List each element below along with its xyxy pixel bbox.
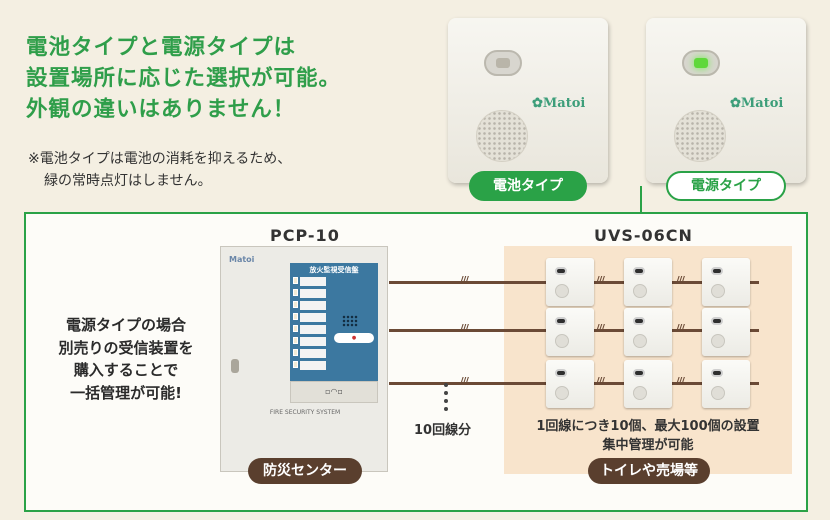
headline-line-2: 設置場所に応じた選択が可能。 [26, 66, 342, 91]
mains-type-device: ✿Matoi [646, 18, 806, 183]
indicator-led [293, 289, 298, 296]
sensor-speaker-icon [711, 334, 725, 348]
sensor-unit [702, 360, 750, 408]
callout-pointer [640, 186, 658, 214]
status-lamp-icon [484, 50, 522, 76]
sensor-speaker-icon [711, 386, 725, 400]
alarm-stop-button: ● [334, 333, 374, 343]
indicator-led [293, 349, 298, 356]
signal-line [389, 329, 509, 332]
indicator-led [293, 313, 298, 320]
location-tag-area: トイレや売場等 [588, 458, 710, 484]
footnote: ※電池タイプは電池の消耗を抑えるため、 緑の常時点灯はしません。 [28, 148, 291, 192]
sensor-eye-icon [711, 267, 723, 275]
headline: 電池タイプと電源タイプは 設置場所に応じた選択が可能。 外観の違いはありません！ [26, 32, 341, 125]
device-brand: ✿Matoi [730, 96, 784, 111]
panel-base: ▫◠▫ [290, 381, 378, 403]
status-lamp-icon [682, 50, 720, 76]
footnote-line-1: ※電池タイプは電池の消耗を抑えるため、 [28, 151, 292, 167]
zone-slot [300, 313, 326, 322]
sensor-unit [546, 360, 594, 408]
signal-line [389, 382, 509, 385]
caption-line-1: 1回線につき10個、最大100個の設置 [536, 419, 760, 434]
receiver-panel: 放火監視受信盤 ● [290, 263, 378, 381]
sensor-speaker-icon [633, 386, 647, 400]
zone-slot [300, 349, 326, 358]
sensor-eye-icon [711, 317, 723, 325]
sensor-eye-icon [555, 369, 567, 377]
speaker-grill-icon [674, 110, 726, 162]
wire-break-icon: /// [460, 275, 469, 286]
zone-slot [300, 301, 326, 310]
note-line: 一括管理が可能! [70, 383, 182, 402]
sensor-eye-icon [555, 317, 567, 325]
keyhole-icon [231, 359, 239, 373]
device-brand: ✿Matoi [532, 96, 586, 111]
headline-line-3: 外観の違いはありません！ [26, 97, 296, 122]
sensor-eye-icon [633, 369, 645, 377]
signal-line [389, 281, 509, 284]
location-tag-center: 防災センター [248, 458, 362, 484]
wire-break-icon: /// [676, 323, 685, 334]
zone-slot [300, 325, 326, 334]
wire-break-icon: /// [676, 275, 685, 286]
indicator-led [293, 337, 298, 344]
zone-slot [300, 277, 326, 286]
indicator-led [293, 361, 298, 368]
sensor-capacity-caption: 1回線につき10個、最大100個の設置 集中管理が可能 [504, 417, 792, 455]
panel-title: 放火監視受信盤 [309, 266, 359, 274]
sensor-speaker-icon [555, 386, 569, 400]
sensor-unit [624, 360, 672, 408]
sensor-unit [546, 258, 594, 306]
headline-line-1: 電池タイプと電源タイプは [26, 35, 297, 60]
panel-speaker-icon [342, 315, 358, 327]
line-count-label: 10回線分 [414, 423, 472, 438]
sensor-speaker-icon [633, 284, 647, 298]
wire-break-icon: /// [596, 275, 605, 286]
sensor-speaker-icon [555, 284, 569, 298]
indicator-led [293, 277, 298, 284]
cabinet-footer: FIRE SECURITY SYSTEM [269, 409, 341, 416]
continuation-dots [444, 383, 448, 411]
sensor-speaker-icon [711, 284, 725, 298]
receiver-model-label: PCP-10 [270, 226, 340, 245]
indicator-led [293, 325, 298, 332]
sensor-speaker-icon [555, 334, 569, 348]
sensor-unit [546, 308, 594, 356]
mains-type-label: 電源タイプ [666, 171, 786, 201]
sensor-model-label: UVS-06CN [594, 226, 693, 245]
sensor-unit [624, 308, 672, 356]
sensor-unit [702, 258, 750, 306]
central-management-note: 電源タイプの場合 別売りの受信装置を 購入することで 一括管理が可能! [42, 314, 210, 404]
indicator-led [293, 301, 298, 308]
wire-break-icon: /// [596, 376, 605, 387]
zone-slot [300, 361, 326, 370]
zone-slot [300, 337, 326, 346]
sensor-eye-icon [633, 267, 645, 275]
lamp-bulb [496, 58, 510, 68]
wire-break-icon: /// [460, 376, 469, 387]
wire-break-icon: /// [676, 376, 685, 387]
sensor-speaker-icon [633, 334, 647, 348]
cabinet-brand: Matoi [229, 255, 255, 264]
wire-break-icon: /// [460, 323, 469, 334]
sensor-eye-icon [555, 267, 567, 275]
lamp-bulb-lit [694, 58, 708, 68]
note-line: 電源タイプの場合 [65, 316, 186, 334]
wire-break-icon: /// [596, 323, 605, 334]
zone-slot [300, 289, 326, 298]
footnote-line-2: 緑の常時点灯はしません。 [44, 173, 212, 189]
speaker-grill-icon [476, 110, 528, 162]
battery-type-label: 電池タイプ [469, 171, 587, 201]
battery-type-device: ✿Matoi [448, 18, 608, 183]
caption-line-2: 集中管理が可能 [602, 438, 694, 453]
sensor-eye-icon [711, 369, 723, 377]
sensor-unit [702, 308, 750, 356]
note-line: 別売りの受信装置を [58, 338, 194, 357]
note-line: 購入することで [73, 361, 179, 379]
sensor-eye-icon [633, 317, 645, 325]
sensor-unit [624, 258, 672, 306]
